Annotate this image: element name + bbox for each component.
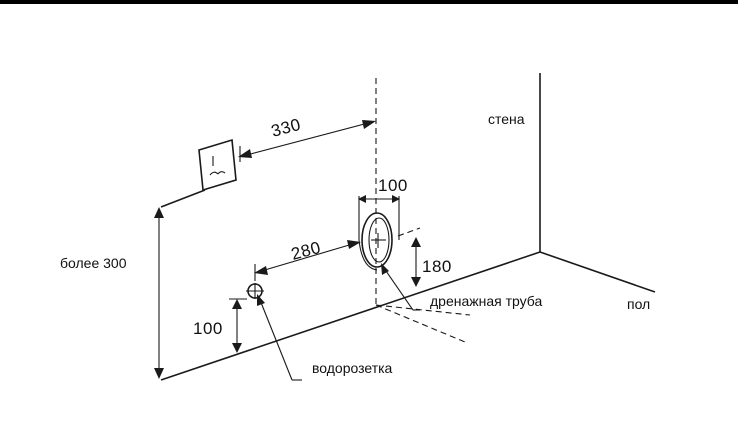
floor-dashed-line [375, 304, 466, 343]
power-socket-icon [198, 138, 237, 192]
top-bar [0, 0, 738, 4]
water-outlet-label: водорозетка [312, 360, 393, 376]
floor-dashed-line-2 [375, 304, 471, 316]
drain-pipe-icon [358, 196, 400, 271]
dim-280 [254, 240, 361, 281]
room-outline [160, 73, 656, 381]
drain-dashed-tick [397, 227, 421, 237]
leader-outlet [257, 294, 302, 381]
dim-more-than-300 [154, 207, 164, 379]
dim-outlet-height [229, 298, 247, 353]
dim-180-label: 180 [422, 257, 452, 276]
dim-330 [238, 120, 376, 162]
dim-280-label: 280 [289, 238, 323, 264]
dim-330-label: 330 [269, 115, 303, 141]
dim-drain-width [358, 195, 400, 203]
leader-drain [381, 263, 420, 311]
more-than-300-label: более 300 [60, 255, 127, 271]
water-outlet-icon [246, 283, 264, 299]
drain-pipe-label: дренажная труба [430, 293, 543, 309]
wall-floor-line [160, 251, 541, 381]
floor-label: пол [627, 296, 650, 312]
floor-side-line [539, 251, 656, 293]
wall-label: стена [488, 111, 525, 127]
wall-top-line [160, 189, 206, 208]
dim-drain-width-label: 100 [378, 176, 408, 195]
dim-180 [411, 237, 421, 287]
dim-outlet-height-label: 100 [193, 319, 223, 338]
